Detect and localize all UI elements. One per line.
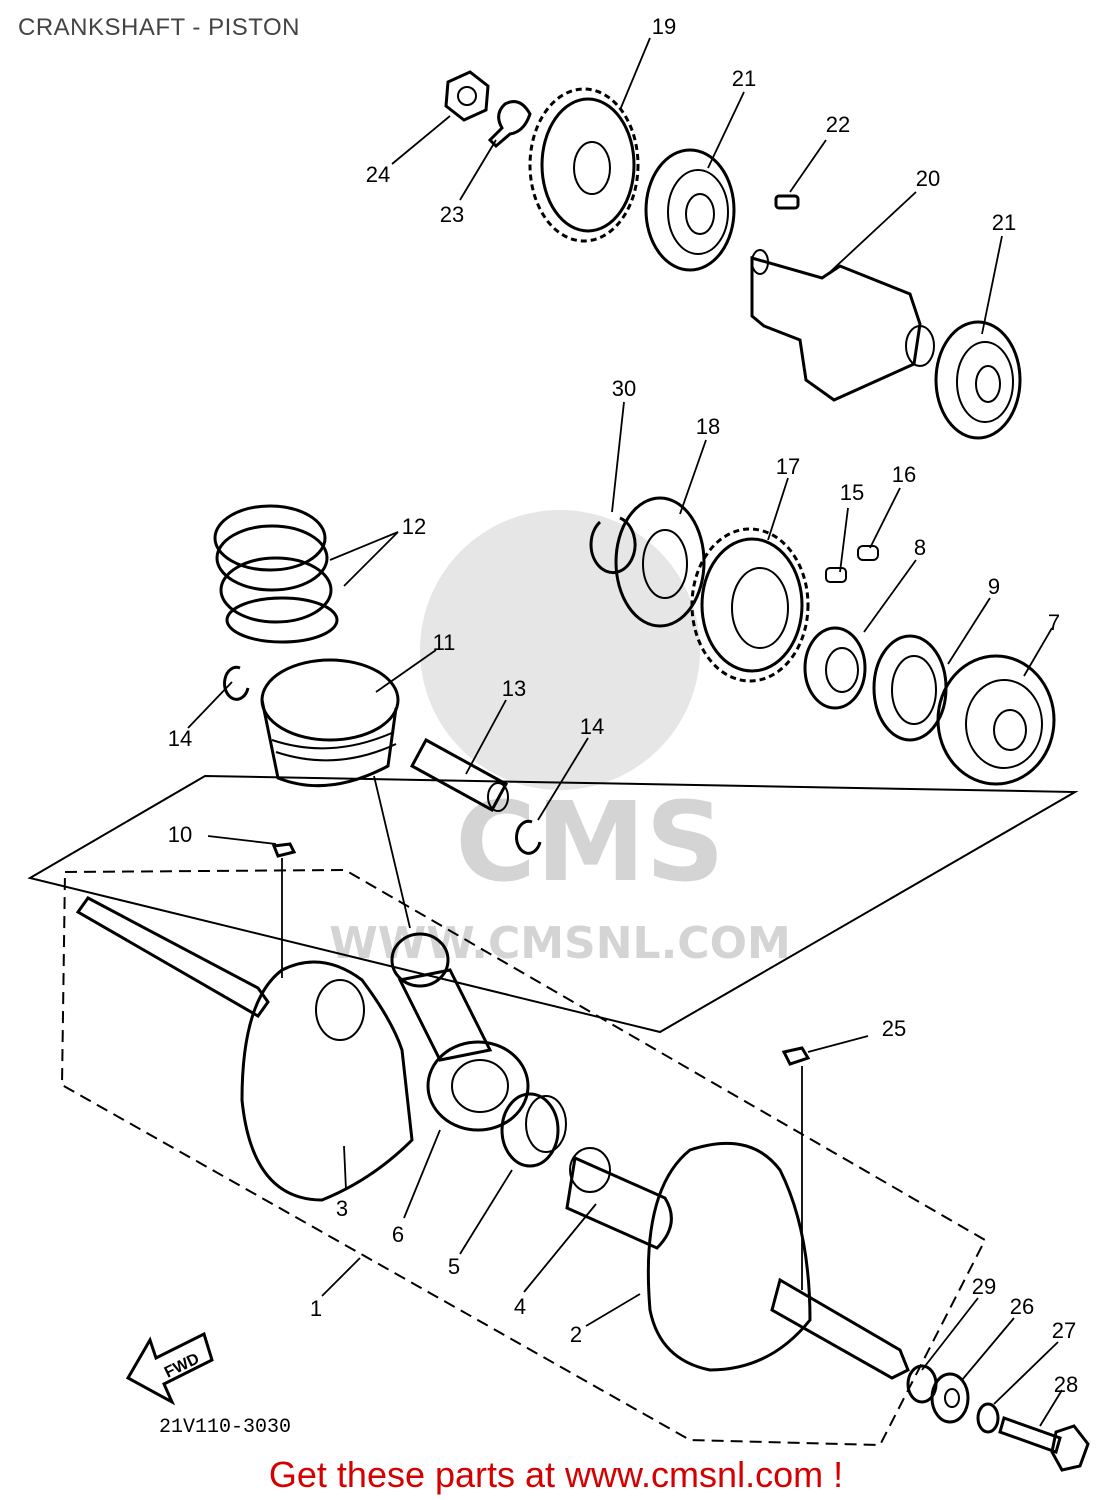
piston-pin-clip-right xyxy=(515,819,542,855)
label-30: 30 xyxy=(612,376,636,401)
woodruff-key xyxy=(774,194,800,210)
label-22: 22 xyxy=(826,112,850,137)
fwd-label: FWD xyxy=(162,1350,202,1381)
label-20: 20 xyxy=(916,166,940,191)
connecting-rod xyxy=(390,932,530,1132)
piston-pin xyxy=(409,737,509,813)
label-16: 16 xyxy=(892,462,916,487)
label-13: 13 xyxy=(502,676,526,701)
label-26: 26 xyxy=(1010,1294,1034,1319)
page-title: CRANKSHAFT - PISTON xyxy=(18,14,300,41)
label-15: 15 xyxy=(840,480,864,505)
label-1: 1 xyxy=(310,1296,322,1321)
label-6: 6 xyxy=(392,1222,404,1247)
balancer-drive-gear xyxy=(528,87,640,243)
balancer-bearing-upper xyxy=(644,148,736,272)
label-21b: 21 xyxy=(992,210,1016,235)
crankshaft-key-left xyxy=(271,842,297,858)
label-10: 10 xyxy=(168,822,192,847)
footer-link[interactable]: Get these parts at www.cmsnl.com ! xyxy=(268,1454,844,1495)
label-29: 29 xyxy=(972,1274,996,1299)
piston-rings xyxy=(213,504,339,644)
label-18: 18 xyxy=(696,414,720,439)
label-2: 2 xyxy=(570,1322,582,1347)
washer xyxy=(872,634,948,742)
crankshaft-key-right xyxy=(781,1046,811,1066)
label-12: 12 xyxy=(402,514,426,539)
label-27: 27 xyxy=(1052,1318,1076,1343)
watermark-site: WWW.CMSNL.COM xyxy=(329,918,791,969)
piston xyxy=(260,658,400,788)
balancer-bearing-lower xyxy=(934,320,1022,440)
needle-bearing xyxy=(500,1092,567,1168)
diagram-code: 21V110-3030 xyxy=(159,1416,291,1439)
cms-watermark: CMS WWW.CMSNL.COM xyxy=(329,510,791,969)
crank-right xyxy=(646,1141,910,1380)
crankshaft-nut xyxy=(803,626,867,710)
label-7: 7 xyxy=(1048,610,1060,635)
label-19: 19 xyxy=(652,14,676,39)
label-21a: 21 xyxy=(732,66,756,91)
crankshaft-bearing-right xyxy=(936,654,1056,786)
plain-washer xyxy=(930,1372,970,1424)
damper-pin xyxy=(857,545,879,561)
spring-washer xyxy=(976,1402,1000,1434)
label-9: 9 xyxy=(988,574,1000,599)
label-14b: 14 xyxy=(580,714,604,739)
nut xyxy=(444,70,490,122)
label-23: 23 xyxy=(440,202,464,227)
watermark-brand: CMS xyxy=(455,778,724,906)
label-14a: 14 xyxy=(168,726,192,751)
label-24: 24 xyxy=(366,162,390,187)
gear-plate xyxy=(614,496,706,628)
crank-pin xyxy=(565,1147,673,1250)
label-3: 3 xyxy=(336,1196,348,1221)
label-11: 11 xyxy=(433,630,456,655)
watermark-mascot xyxy=(420,510,700,790)
piston-pin-clip-left xyxy=(223,665,250,701)
spring xyxy=(825,567,847,583)
lock-washer xyxy=(487,100,532,149)
balancer-shaft xyxy=(750,249,935,402)
part-labels: 1 2 3 4 5 6 7 8 9 10 11 12 13 14 14 15 1… xyxy=(168,14,1078,1397)
fwd-arrow: FWD xyxy=(125,1331,214,1406)
piston-assembly-outline xyxy=(27,774,1079,1034)
leader-lines xyxy=(187,37,1063,1427)
crank-left xyxy=(75,896,414,1202)
label-17: 17 xyxy=(776,454,800,479)
label-4: 4 xyxy=(514,1294,526,1319)
label-5: 5 xyxy=(448,1254,460,1279)
label-8: 8 xyxy=(914,535,926,560)
crankshaft-bolt xyxy=(998,1416,1090,1472)
primary-drive-gear xyxy=(690,527,810,683)
label-28: 28 xyxy=(1054,1372,1078,1397)
label-25: 25 xyxy=(882,1016,906,1041)
